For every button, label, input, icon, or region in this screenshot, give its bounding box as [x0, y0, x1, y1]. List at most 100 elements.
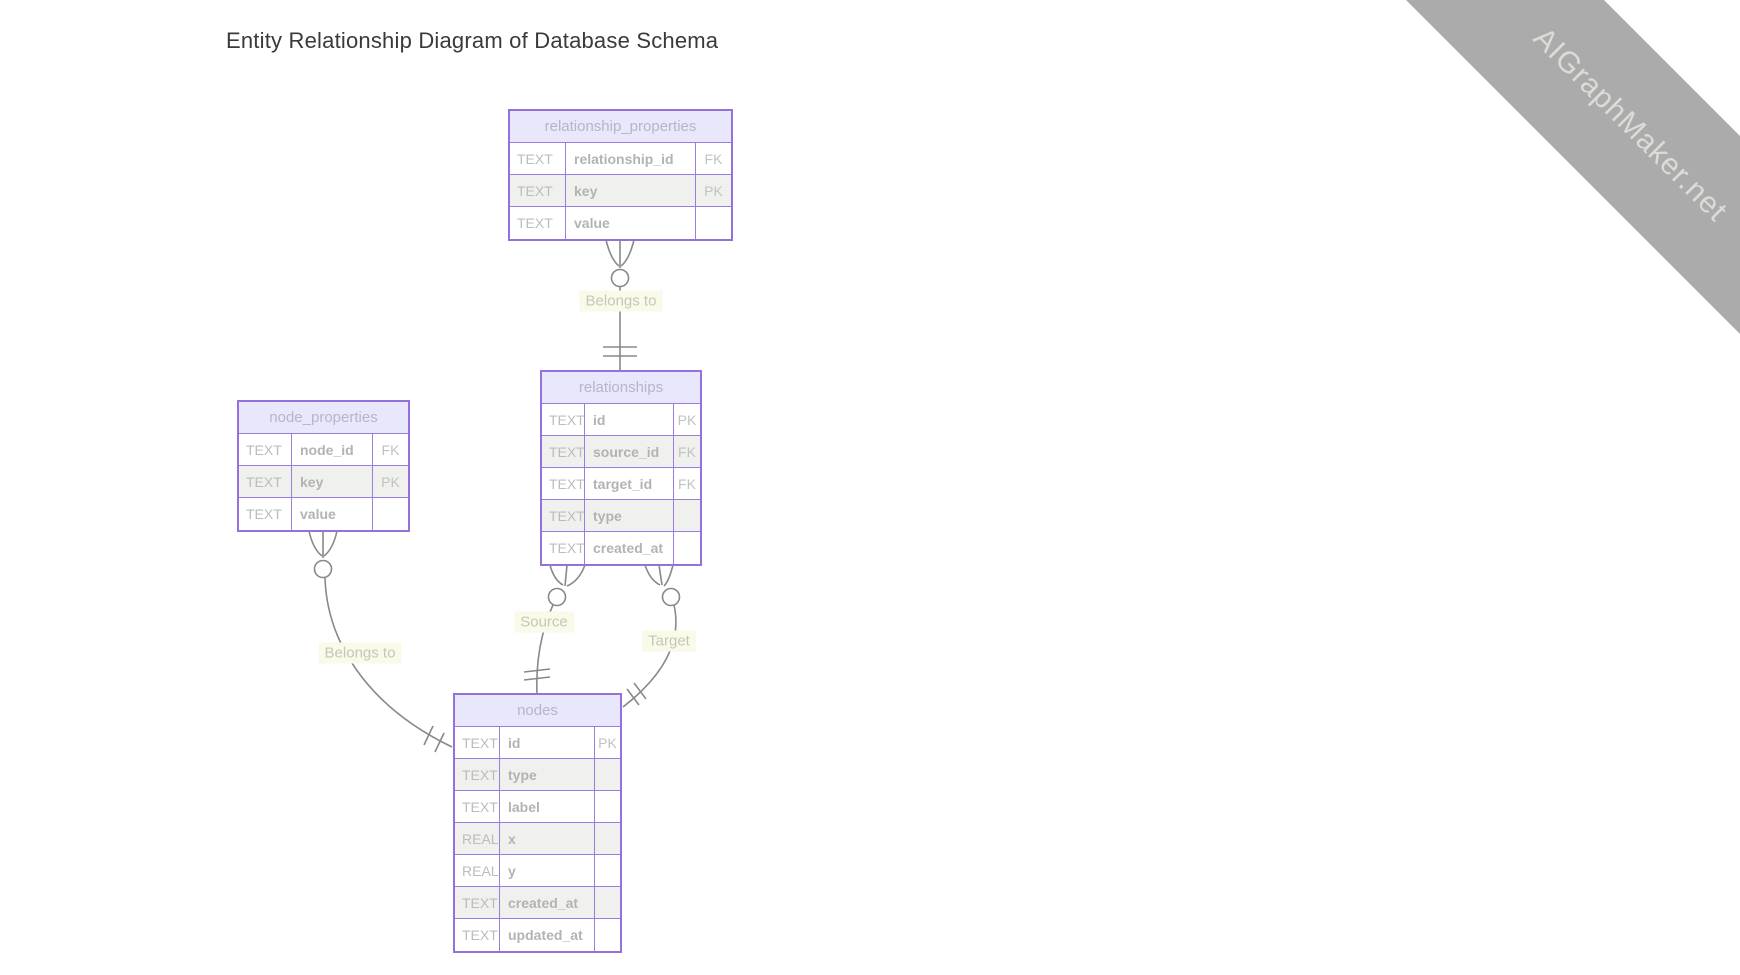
field-name: label [508, 798, 540, 815]
entity-field-row: TEXT created_at [542, 532, 700, 564]
entity-field-row: TEXT type [455, 759, 620, 791]
diagram-title: Entity Relationship Diagram of Database … [226, 28, 719, 53]
field-name: relationship_id [574, 150, 674, 167]
field-key: FK [372, 434, 408, 465]
field-type: TEXT [542, 468, 585, 499]
field-key [372, 498, 408, 530]
zero-circle-icon [313, 559, 333, 579]
entity-field-row: TEXT value [239, 498, 408, 530]
crow-foot-icon [323, 530, 338, 557]
zero-circle-icon [610, 268, 630, 288]
entity-field-row: REAL x [455, 823, 620, 855]
entity-field-row: TEXT updated_at [455, 919, 620, 951]
field-type: TEXT [510, 175, 566, 206]
wire [622, 604, 677, 708]
field-name: updated_at [508, 927, 583, 943]
field-type: TEXT [510, 143, 566, 174]
entity-field-row: TEXT key PK [510, 175, 731, 207]
field-name: id [508, 734, 521, 751]
field-type: TEXT [239, 498, 292, 530]
field-type: REAL [455, 823, 500, 854]
entity-field-row: TEXT target_id FK [542, 468, 700, 500]
crow-foot-icon [564, 564, 568, 587]
field-type: TEXT [542, 436, 585, 467]
entity-field-row: TEXT key PK [239, 466, 408, 498]
field-type: TEXT [455, 919, 500, 951]
field-key: FK [673, 436, 700, 467]
crow-foot-icon [605, 239, 620, 267]
one-hash-icon [434, 732, 445, 753]
wire [324, 577, 453, 748]
field-type: TEXT [239, 434, 292, 465]
entity-field-row: TEXT relationship_id FK [510, 143, 731, 175]
zero-circle-icon [547, 587, 567, 607]
field-type: TEXT [542, 500, 585, 531]
field-name: value [300, 506, 336, 522]
connector-label-belongs-to-1: Belongs to [579, 290, 663, 312]
field-key [594, 823, 620, 854]
field-name: source_id [593, 443, 660, 460]
entity-field-row: TEXT node_id FK [239, 434, 408, 466]
field-key [594, 855, 620, 886]
crow-foot-icon [644, 564, 661, 586]
entity-field-row: TEXT type [542, 500, 700, 532]
field-name: key [300, 473, 324, 490]
entity-field-row: TEXT value [510, 207, 731, 239]
field-key: PK [372, 466, 408, 497]
field-type: TEXT [542, 532, 585, 564]
field-name: x [508, 830, 516, 847]
connector-label-source: Source [514, 611, 574, 633]
connector-label-belongs-to-2: Belongs to [318, 642, 402, 664]
field-name: id [593, 411, 606, 428]
crow-foot-icon [566, 564, 586, 587]
field-key [695, 207, 731, 239]
one-hash-icon [626, 688, 640, 706]
field-type: TEXT [455, 887, 500, 918]
crow-foot-icon [308, 530, 323, 557]
field-type: TEXT [510, 207, 566, 239]
field-key: PK [673, 404, 700, 435]
field-name: node_id [300, 441, 354, 458]
field-key: FK [695, 143, 731, 174]
field-name: y [508, 862, 516, 879]
entity-title: nodes [455, 695, 620, 727]
crow-foot-icon [620, 239, 635, 267]
entity-title: node_properties [239, 402, 408, 434]
entity-field-row: TEXT id PK [542, 404, 700, 436]
field-name: type [508, 766, 537, 783]
entity-field-row: TEXT source_id FK [542, 436, 700, 468]
entity-title: relationship_properties [510, 111, 731, 143]
one-hash-icon [423, 725, 434, 746]
field-key [594, 919, 620, 951]
field-type: TEXT [455, 759, 500, 790]
crow-foot-icon [658, 564, 663, 586]
field-name: created_at [593, 540, 664, 556]
field-name: key [574, 182, 598, 199]
field-key: FK [673, 468, 700, 499]
entity-title: relationships [542, 372, 700, 404]
field-key [673, 532, 700, 564]
field-name: type [593, 507, 622, 524]
one-hash-icon [523, 676, 551, 681]
field-name: target_id [593, 475, 653, 492]
connector-target [622, 564, 681, 708]
connector-belongs-to-node-properties [308, 530, 453, 753]
field-name: value [574, 215, 610, 231]
connector-label-target: Target [642, 630, 696, 652]
connector-belongs-to-relationship-properties [603, 239, 637, 371]
field-key: PK [594, 727, 620, 758]
field-type: TEXT [542, 404, 585, 435]
crow-foot-icon [663, 564, 674, 587]
field-key [594, 887, 620, 918]
field-type: TEXT [239, 466, 292, 497]
field-key: PK [695, 175, 731, 206]
